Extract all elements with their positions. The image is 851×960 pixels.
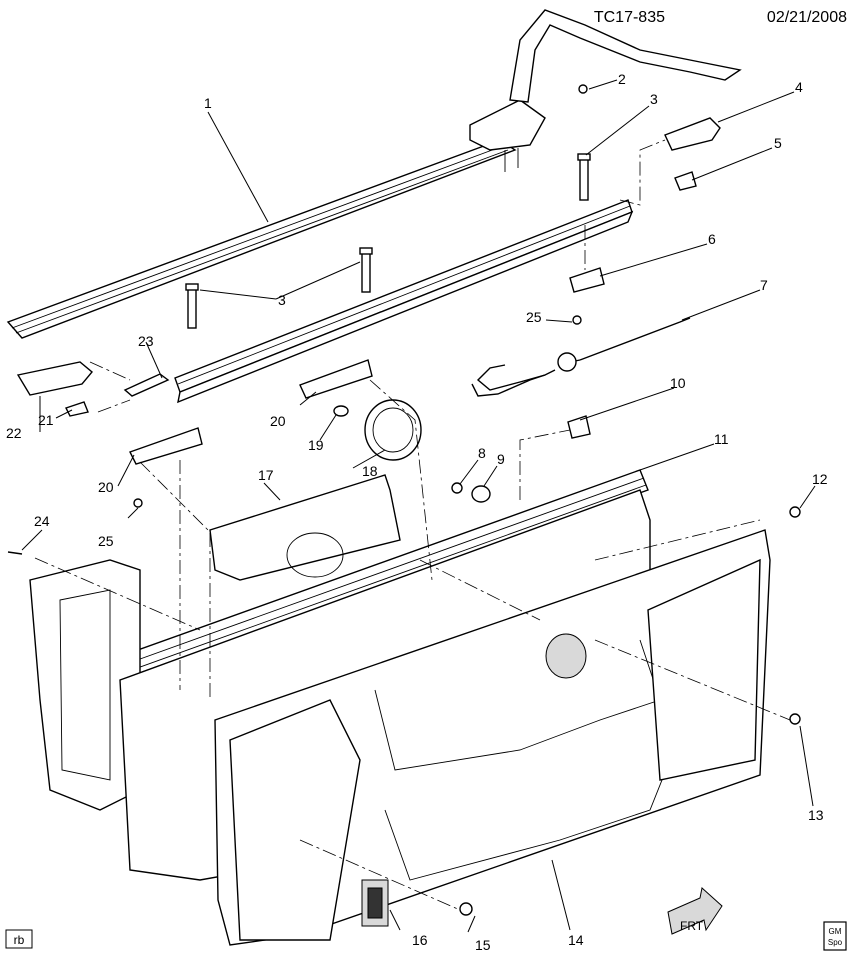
- callout-2: 2: [618, 71, 626, 87]
- callout-20b: 20: [98, 479, 114, 495]
- latch-22: [16, 361, 93, 396]
- leader-lines: [21, 79, 816, 933]
- callout-10: 10: [670, 375, 686, 391]
- callout-25b: 25: [98, 533, 114, 549]
- callout-21: 21: [38, 412, 54, 428]
- bushing-9: [471, 485, 491, 503]
- callout-1: 1: [204, 95, 212, 111]
- logo-top: GM: [829, 927, 842, 936]
- screw-13: [789, 713, 801, 725]
- callout-20a: 20: [270, 413, 286, 429]
- callout-labels: 1 2 3 3 4 5 6 7 8 9 10 11 12 13 14 15 16…: [6, 71, 828, 953]
- callout-13: 13: [808, 807, 824, 823]
- assembly-guide-lines: [34, 139, 791, 911]
- logo-bottom: Spo: [828, 938, 843, 947]
- rivet-24: [7, 551, 23, 555]
- callout-8: 8: [478, 445, 486, 461]
- callout-7: 7: [760, 277, 768, 293]
- footer-initials-box: rb: [5, 929, 33, 949]
- callout-11: 11: [714, 431, 729, 447]
- reinforcement-17: [209, 474, 401, 581]
- front-direction-label: FRT: [680, 919, 704, 933]
- top-cap-rail: [6, 9, 742, 339]
- lower-rail-assembly: [123, 153, 634, 404]
- clip-21: [65, 401, 89, 417]
- lamp-18: [364, 399, 422, 461]
- callout-12: 12: [812, 471, 828, 487]
- cable-7: [471, 317, 691, 397]
- tailgate-frame-left: [29, 559, 141, 811]
- diagram-code: TC17-835: [594, 9, 665, 26]
- callout-18: 18: [362, 463, 378, 479]
- callout-23: 23: [138, 333, 154, 349]
- callout-5: 5: [774, 135, 782, 151]
- nut-15: [459, 902, 473, 916]
- bulb-19: [333, 405, 349, 417]
- hinge-bracket-right: [664, 117, 721, 151]
- callout-17: 17: [258, 467, 274, 483]
- bracket-20-lower: [129, 427, 203, 465]
- callout-25a: 25: [526, 309, 542, 325]
- screw-2: [578, 84, 588, 94]
- callout-4: 4: [795, 79, 803, 95]
- callout-9: 9: [497, 451, 505, 467]
- callout-15: 15: [475, 937, 491, 953]
- callout-22: 22: [6, 425, 22, 441]
- screw-25-upper: [572, 315, 582, 325]
- callout-14: 14: [568, 932, 584, 948]
- callout-3a: 3: [650, 91, 658, 107]
- washer-8: [451, 482, 463, 494]
- screw-25-lower: [133, 498, 143, 508]
- callout-24: 24: [34, 513, 50, 529]
- callout-16: 16: [412, 932, 428, 948]
- screw-12: [789, 506, 801, 518]
- callout-3b: 3: [278, 292, 286, 308]
- callout-6: 6: [708, 231, 716, 247]
- callout-19: 19: [308, 437, 324, 453]
- diagram-date: 02/21/2008: [767, 9, 847, 26]
- tailgate-outer-panel-14: [214, 529, 771, 946]
- front-direction-arrow-icon: FRT: [667, 887, 723, 935]
- gm-spo-logo: GM Spo: [823, 921, 847, 951]
- footer-initials: rb: [14, 933, 25, 947]
- bracket-5: [674, 171, 697, 191]
- bracket-6: [569, 267, 605, 293]
- clip-10: [567, 415, 591, 439]
- bracket-20-upper: [299, 359, 373, 399]
- label-plate-16: [361, 879, 389, 927]
